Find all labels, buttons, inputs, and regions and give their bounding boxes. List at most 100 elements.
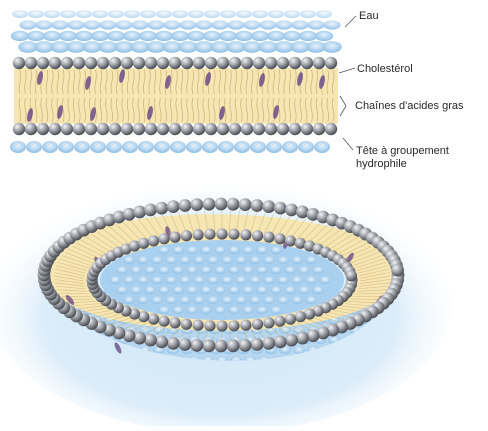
- label-hydrophilic-head: Tête à groupement hydrophile: [356, 145, 449, 171]
- phospholipid-head: [274, 336, 287, 349]
- phospholipid-head: [121, 123, 133, 135]
- water-cell: [91, 31, 109, 41]
- water-layer-bottom: [10, 141, 330, 153]
- phospholipid-head: [61, 123, 73, 135]
- water-cell: [291, 276, 303, 284]
- phospholipid-head: [193, 320, 204, 331]
- phospholipid-head: [313, 123, 325, 135]
- phospholipid-head: [145, 123, 157, 135]
- water-cell: [299, 31, 317, 41]
- water-cell: [219, 31, 237, 41]
- phospholipid-head: [252, 319, 263, 330]
- water-cell: [256, 246, 268, 254]
- phospholipid-head: [263, 232, 274, 243]
- water-cell: [214, 266, 226, 274]
- phospholipid-head: [97, 123, 109, 135]
- phospholipid-head: [61, 57, 73, 69]
- water-cell: [298, 286, 310, 294]
- water-cell: [193, 256, 205, 264]
- water-cell: [322, 41, 342, 53]
- water-cell: [151, 256, 163, 264]
- water-cell: [235, 31, 253, 41]
- water-cell: [249, 296, 261, 304]
- phospholipid-head: [217, 123, 229, 135]
- water-cell: [235, 256, 247, 264]
- water-cell: [58, 141, 74, 153]
- water-cell: [305, 276, 317, 284]
- phospholipid-head: [296, 332, 309, 345]
- phospholipid-head: [97, 57, 109, 69]
- water-cell: [172, 306, 184, 314]
- head-row-upper: [13, 57, 337, 69]
- water-cell: [214, 286, 226, 294]
- phospholipid-head: [265, 123, 277, 135]
- phospholipid-head: [25, 123, 37, 135]
- water-cell: [291, 296, 303, 304]
- phospholipid-head: [148, 235, 159, 246]
- phospholipid-head: [241, 123, 253, 135]
- phospholipid-head: [227, 198, 240, 211]
- water-cell: [319, 276, 331, 284]
- phospholipid-head: [157, 57, 169, 69]
- phospholipid-head: [190, 339, 203, 352]
- water-cell: [242, 306, 254, 314]
- water-cell: [172, 266, 184, 274]
- water-cell: [59, 31, 77, 41]
- water-cell: [165, 256, 177, 264]
- phospholipid-head: [157, 123, 169, 135]
- water-cell: [242, 286, 254, 294]
- phospholipid-head: [181, 57, 193, 69]
- phospholipid-head: [301, 57, 313, 69]
- water-cell: [305, 296, 317, 304]
- water-cell: [242, 246, 254, 254]
- phospholipid-head: [155, 202, 168, 215]
- leader-cholesterol: [339, 68, 355, 73]
- phospholipid-head: [193, 123, 205, 135]
- phospholipid-head: [205, 123, 217, 135]
- phospholipid-head: [37, 123, 49, 135]
- phospholipid-head: [252, 230, 263, 241]
- water-cell: [202, 141, 218, 153]
- water-cell: [186, 306, 198, 314]
- phospholipid-head: [325, 57, 337, 69]
- water-cell: [10, 141, 26, 153]
- water-cell: [256, 306, 268, 314]
- label-hydrophilic-head-line1: Tête à groupement: [356, 145, 449, 158]
- water-cell: [158, 286, 170, 294]
- label-water: Eau: [359, 10, 379, 23]
- water-cell: [256, 266, 268, 274]
- water-fade: [0, 0, 345, 30]
- phospholipid-head: [277, 123, 289, 135]
- phospholipid-head: [49, 123, 61, 135]
- phospholipid-head: [241, 57, 253, 69]
- water-cell: [116, 266, 128, 274]
- water-cell: [270, 286, 282, 294]
- water-cell: [171, 31, 189, 41]
- water-cell: [263, 296, 275, 304]
- phospholipid-head: [217, 57, 229, 69]
- water-cell: [122, 141, 138, 153]
- phospholipid-head: [203, 198, 216, 211]
- phospholipid-head: [215, 340, 228, 353]
- water-cell: [123, 256, 135, 264]
- phospholipid-head: [109, 57, 121, 69]
- phospholipid-head: [155, 336, 168, 349]
- water-cell: [116, 286, 128, 294]
- label-leader-lines: [339, 16, 356, 150]
- water-cell: [42, 141, 58, 153]
- water-cell: [263, 276, 275, 284]
- water-cell: [315, 31, 333, 41]
- water-cell: [200, 246, 212, 254]
- water-cell: [186, 266, 198, 274]
- phospholipid-head: [203, 339, 216, 352]
- phospholipid-head: [274, 316, 285, 327]
- water-cell: [123, 31, 141, 41]
- phospholipid-head: [181, 123, 193, 135]
- water-cell: [75, 31, 93, 41]
- water-cell: [235, 296, 247, 304]
- water-cell: [26, 141, 42, 153]
- water-cell: [214, 246, 226, 254]
- phospholipid-head: [85, 57, 97, 69]
- water-cell: [186, 246, 198, 254]
- water-cell: [130, 266, 142, 274]
